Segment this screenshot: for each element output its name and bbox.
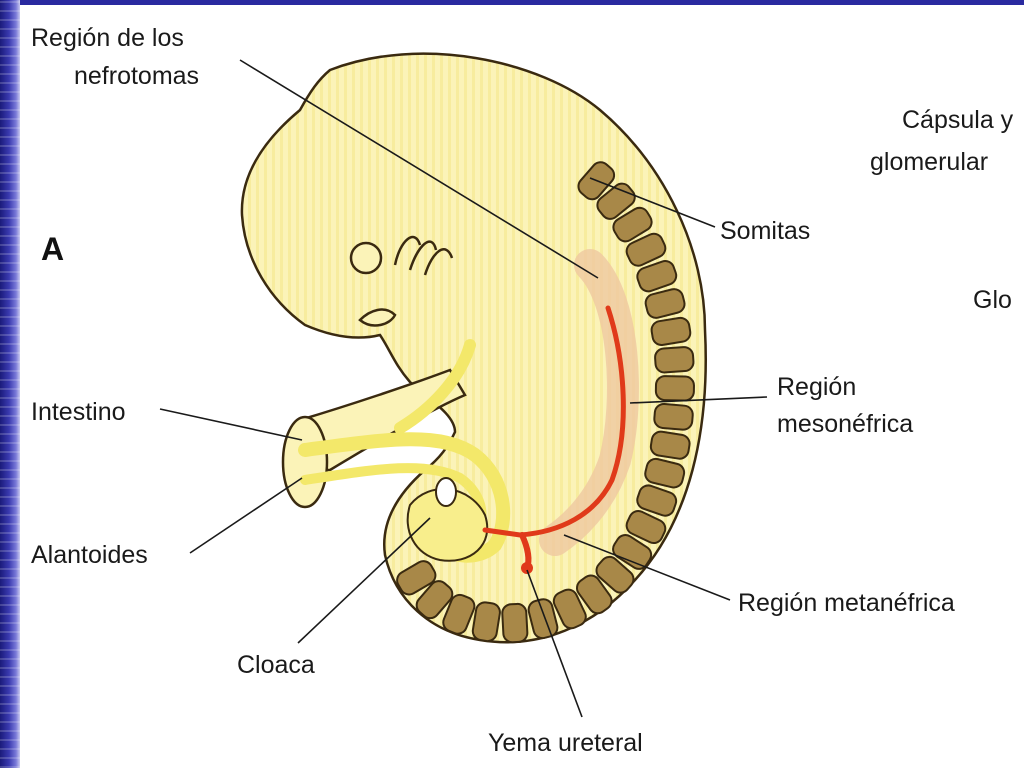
- somite: [501, 602, 529, 644]
- leader-line-cloaca: [297, 517, 431, 644]
- somite: [552, 588, 587, 630]
- leader-line-alantoides: [189, 477, 303, 554]
- label-alantoides: Alantoides: [31, 541, 148, 569]
- somite: [576, 574, 613, 615]
- somite: [625, 232, 667, 267]
- slide-top-border: [0, 0, 1024, 5]
- somite: [654, 375, 695, 402]
- mesonephric-duct: [482, 305, 626, 538]
- embryo-figure: A Región de los nefrotomas Somitas Regió…: [20, 5, 1024, 768]
- somite: [653, 402, 694, 431]
- embryo-illustration: [159, 52, 768, 718]
- leader-line-yema: [526, 569, 583, 718]
- ureteric-bud-tip: [521, 562, 533, 574]
- somite: [612, 534, 653, 570]
- label-region-nefrotomas-line2: nefrotomas: [74, 62, 200, 90]
- label-yema-ureteral: Yema ureteral: [488, 729, 643, 757]
- leader-line-mesonefrica: [629, 396, 768, 404]
- somites-chain: [396, 161, 695, 644]
- gut-upper: [394, 339, 476, 434]
- label-region-metanefrica: Región metanéfrica: [738, 589, 955, 617]
- somite: [415, 580, 454, 620]
- somite: [654, 346, 695, 374]
- cropped-label-glo: Glo: [973, 286, 1012, 314]
- somite: [471, 601, 501, 643]
- somite: [442, 593, 476, 635]
- somite: [636, 260, 678, 293]
- somite: [649, 430, 691, 460]
- cropped-label-capsula-line1: Cápsula y: [902, 106, 1014, 134]
- gut: [298, 432, 511, 563]
- somite: [636, 484, 678, 517]
- otic-vesicle: [349, 241, 383, 275]
- leader-line-intestino: [159, 408, 303, 441]
- intestine-opening: [281, 415, 329, 509]
- leader-line-somitas: [589, 177, 716, 228]
- somite: [625, 509, 667, 545]
- somite: [644, 457, 686, 489]
- pharyngeal-arches: [393, 236, 454, 276]
- somite: [595, 555, 635, 594]
- label-region-mesonefrica-line2: mesonéfrica: [777, 410, 914, 438]
- somite: [612, 206, 653, 243]
- cloacal-pit: [435, 477, 457, 507]
- leader-line-nefrotomas: [239, 59, 599, 279]
- label-intestino: Intestino: [31, 398, 126, 426]
- slide-left-decoration: [0, 0, 20, 768]
- mouth: [358, 308, 397, 327]
- label-region-mesonefrica-line1: Región: [777, 373, 857, 401]
- label-region-nefrotomas-line1: Región de los: [31, 24, 184, 52]
- somite: [396, 560, 437, 596]
- somite: [644, 288, 686, 319]
- cropped-label-capsula-line2: glomerular: [870, 148, 989, 176]
- label-cloaca: Cloaca: [237, 651, 315, 679]
- leader-lines: [159, 59, 768, 718]
- leader-line-metanefrica: [563, 534, 731, 601]
- somite: [650, 316, 692, 346]
- label-somitas: Somitas: [720, 217, 811, 245]
- panel-letter: A: [41, 231, 65, 267]
